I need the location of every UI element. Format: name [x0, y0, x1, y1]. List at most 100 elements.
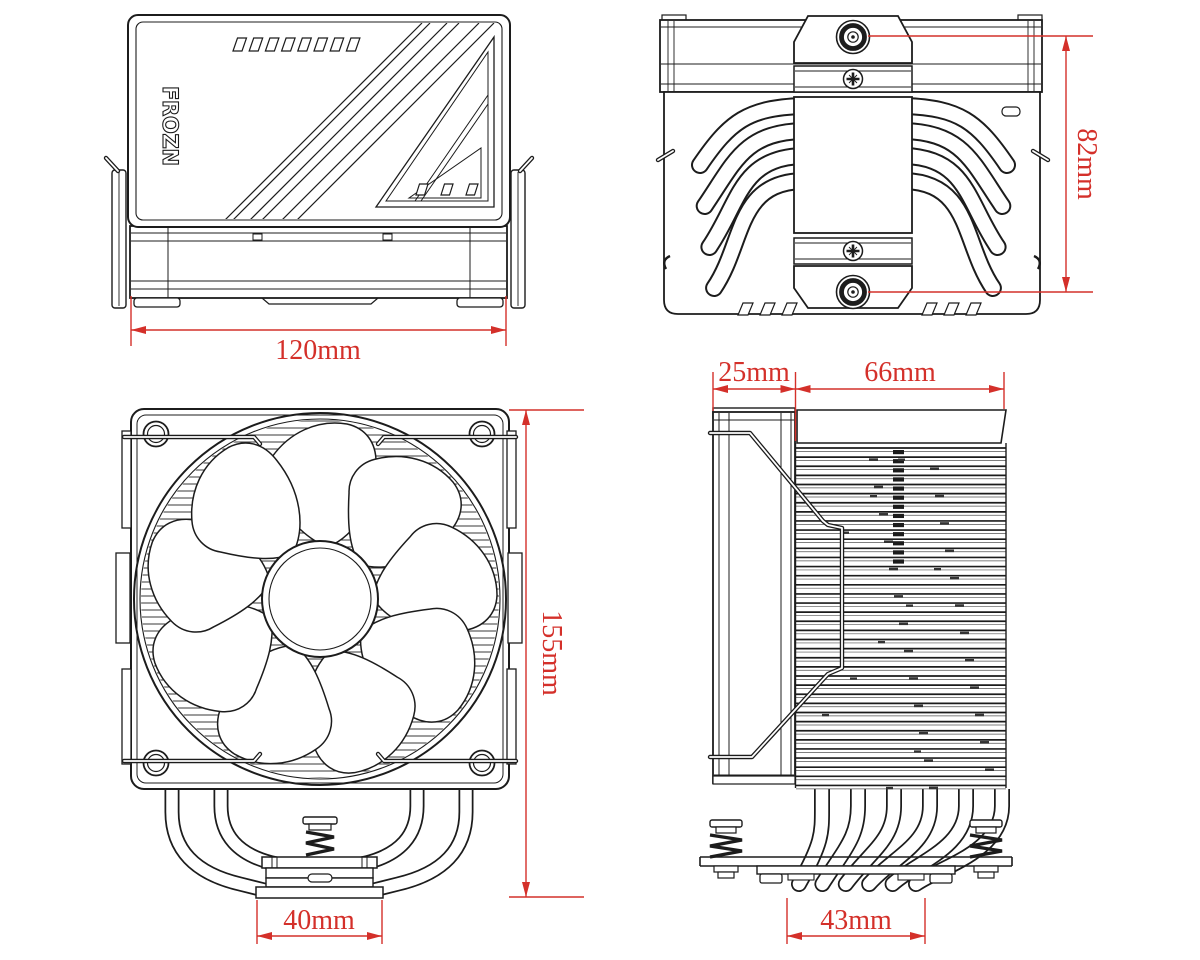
fin-notch — [899, 622, 908, 626]
fin-notch — [906, 604, 913, 607]
dimension-label-pipe-cluster: 43mm — [820, 905, 892, 936]
screw-nut-tip — [977, 871, 995, 879]
side-tab — [507, 552, 523, 644]
plate-vent-slot — [965, 302, 982, 316]
clip-bar — [121, 668, 132, 765]
decor-stripe — [280, 23, 480, 219]
plate-vent-slot — [737, 302, 754, 316]
decor-stripe — [260, 23, 460, 219]
vent-slot — [329, 37, 345, 52]
corner-vent-slot — [440, 183, 454, 196]
dimension-label-width: 120mm — [275, 335, 361, 366]
small-hook-left — [663, 254, 671, 270]
fan-opening-ring — [133, 412, 507, 786]
crossbar-endlines — [667, 21, 1035, 91]
spring-coil — [969, 833, 1003, 859]
fan-clip-wires — [121, 434, 519, 764]
screw-nut — [973, 865, 999, 873]
heatpipe-inner — [898, 149, 1005, 254]
small-hook-right — [1033, 254, 1041, 270]
dimension-label-base-width: 40mm — [283, 905, 355, 936]
fin-notch — [822, 713, 829, 717]
corner-screw-inner — [472, 424, 492, 444]
fin-notch — [914, 750, 921, 753]
fin-notch — [850, 677, 857, 680]
fin-tab — [893, 486, 904, 491]
view-top-heatsink: 82mm — [655, 14, 1102, 316]
dimension-label-depth: 82mm — [1071, 128, 1102, 200]
fin-stack — [796, 447, 1006, 790]
fin-notch — [869, 458, 878, 461]
heatpipe-inner — [898, 124, 1010, 213]
fin-tab — [893, 450, 904, 455]
fan-hub-inner — [268, 547, 372, 651]
plate-vent-slot — [781, 302, 798, 316]
side-clip-bars — [115, 430, 523, 765]
mount-bracket — [756, 865, 956, 875]
fin-notch — [945, 549, 954, 553]
fin-notch — [975, 713, 984, 717]
fin-notch — [904, 649, 913, 653]
fin-tab — [893, 495, 904, 500]
stack-tick-left — [252, 233, 263, 241]
spring-screw-bottom — [837, 276, 870, 309]
fin-notch — [934, 567, 941, 571]
phillips-screw-bottom — [842, 240, 864, 262]
phillips-screw-top — [842, 68, 864, 90]
base-cold-plate — [255, 886, 384, 899]
vent-slot — [264, 37, 280, 52]
fin-notch — [914, 704, 923, 708]
top-vents — [232, 37, 361, 52]
bracket-bump-left — [787, 873, 815, 881]
stack-foot-left — [133, 297, 181, 308]
wire-hook-left-inner — [657, 150, 674, 161]
dimension-fan-25mm-and-fins-66mm: 25mm 66mm — [712, 357, 1005, 441]
heatpipes-right — [896, 97, 1016, 297]
clip-bar — [121, 430, 132, 529]
fin-stack-endcaps — [167, 226, 471, 298]
fin-notch — [919, 731, 928, 735]
decor-stripe — [223, 23, 423, 219]
heatpipe-inner — [693, 99, 809, 172]
fin-notch — [935, 494, 944, 498]
stack-foot-right — [456, 297, 504, 308]
view-top-with-fan: FROZN 120mm — [103, 14, 535, 366]
dimension-label-height: 155mm — [536, 610, 567, 696]
vent-slot — [232, 37, 248, 52]
fin-notch — [870, 495, 877, 498]
fin-notch — [924, 759, 933, 762]
fan-shroud-inner-border — [135, 21, 503, 221]
fan-clip-wire-side-inner — [709, 432, 843, 758]
bracket-bump-right — [897, 873, 925, 881]
fin-notch — [955, 604, 964, 607]
fin-tab — [893, 550, 904, 555]
heatpipe-inner — [368, 790, 472, 896]
plate-vent-slot — [759, 302, 776, 316]
heatpipe-cover-block — [793, 96, 913, 234]
decor-vent-panel — [407, 147, 482, 199]
clip-wire-inner — [377, 436, 517, 445]
screw-collar — [975, 826, 997, 834]
fin-notch — [950, 576, 959, 580]
plate-latch-tab — [1001, 106, 1021, 117]
decor-triangle-lines — [414, 94, 489, 202]
fin-notch — [898, 458, 905, 461]
fan-clip-hook-left-inner — [105, 157, 119, 172]
heatpipe-inner — [697, 124, 809, 213]
base-top-bar — [261, 856, 378, 869]
fin-notch — [930, 467, 939, 471]
heatpipe-inner — [702, 149, 809, 254]
heatpipe-inner — [166, 790, 270, 896]
clip-wire-inner — [377, 753, 517, 762]
brand-logo: FROZN — [158, 86, 182, 168]
spring-coil — [709, 833, 743, 859]
screw-nut-tip — [717, 871, 735, 879]
dimension-height-155mm: 155mm — [509, 409, 584, 898]
dimension-label-fin-depth: 66mm — [864, 357, 936, 388]
fan-side-lines — [718, 413, 792, 782]
fin-notch — [842, 531, 849, 534]
fin-tab — [893, 468, 904, 473]
screw-cap — [969, 819, 1003, 828]
fin-stack-band — [129, 225, 508, 299]
